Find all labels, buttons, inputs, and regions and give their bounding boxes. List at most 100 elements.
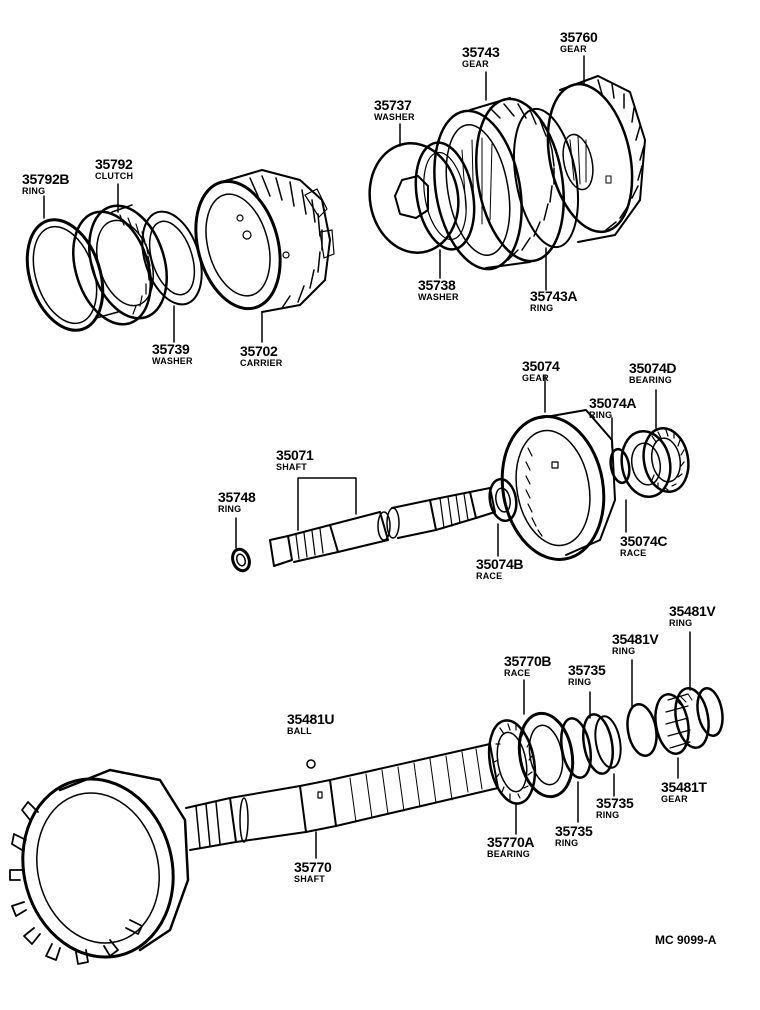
part-number: 35738 [418,277,456,293]
part-name: RING [612,646,636,656]
part-label-35743A: 35743A RING [530,288,578,313]
ring-35748-drawing [231,547,251,573]
diagram-reference-code: MC 9099-A [655,933,717,947]
part-label-35481V-b: 35481V RING [612,631,659,656]
part-number: 35737 [374,97,412,113]
part-name: WASHER [152,356,193,366]
part-name: RACE [504,668,531,678]
part-number: 35481U [287,711,335,727]
part-number: 35074C [620,533,668,549]
part-name: WASHER [418,292,459,302]
part-name: BEARING [629,375,672,385]
part-name: WASHER [374,112,415,122]
part-label-35770: 35770 SHAFT [294,859,332,884]
part-number: 35074 [522,358,560,374]
part-number: 35770B [504,653,552,669]
part-label-35481U: 35481U BALL [287,711,335,736]
part-label-35739: 35739 WASHER [152,342,193,366]
part-name: RING [589,410,613,420]
washer-35737-drawing [368,142,460,254]
part-name: BALL [287,726,312,736]
part-label-35074D: 35074D BEARING [629,360,677,385]
bearing-35074D-drawing [642,427,690,493]
ring-35743A-drawing [513,107,579,249]
bearing-35770A-drawing [487,719,537,805]
part-name: SHAFT [294,874,325,884]
part-number: 35071 [276,447,314,463]
part-number: 35743A [530,288,578,304]
part-number: 35739 [152,341,190,357]
part-name: RING [669,618,693,628]
part-number: 35792B [22,171,70,187]
part-label-35071: 35071 SHAFT [276,447,314,472]
part-label-35743: 35743 GEAR [462,44,500,69]
clutch-35792-drawing [72,204,168,326]
part-name: RING [530,303,554,313]
part-name: CARRIER [240,358,283,368]
part-label-35735-a: 35735 RING [568,663,606,687]
part-name: RING [218,504,242,514]
part-name: RING [596,810,620,820]
part-label-35760: 35760 GEAR [560,29,598,54]
gear-35743-drawing [433,97,565,271]
part-name: SHAFT [276,462,307,472]
part-label-35737: 35737 WASHER [374,98,415,122]
part-number: 35748 [218,489,256,505]
part-label-35792: 35792 CLUTCH [95,157,133,181]
part-number: 35770A [487,834,535,850]
gear-35760-drawing [546,75,646,243]
part-number: 35481T [661,779,707,795]
part-number: 35702 [240,343,278,359]
part-number: 35770 [294,859,332,875]
part-label-35770A: 35770A BEARING [487,834,535,859]
part-label-35074A: 35074A RING [589,395,637,420]
part-number: 35760 [560,29,598,45]
part-label-35074B: 35074B RACE [476,556,524,581]
part-label-35770B: 35770B RACE [504,653,552,678]
part-number: 35735 [596,795,634,811]
part-label-35074: 35074 GEAR [522,358,560,383]
race-35074B-drawing [488,477,518,523]
rings-35735-drawing [560,713,622,779]
part-label-35738: 35738 WASHER [418,278,459,302]
shaft-35071-drawing [269,487,496,567]
part-name: BEARING [487,849,530,859]
part-name: RACE [476,571,503,581]
part-label-35481V-a: 35481V RING [669,603,716,628]
part-number: 35074B [476,556,524,572]
part-label-35702: 35702 CARRIER [240,344,282,368]
leader-lines [43,55,691,859]
carrier-35702-drawing [194,169,335,313]
drum-35770-drawing [9,768,190,965]
part-name: RACE [620,548,647,558]
part-label-35074C: 35074C RACE [620,533,668,558]
shaft-35770-drawing [185,743,499,851]
part-number: 35792 [95,156,133,172]
part-label-35735-b: 35735 RING [596,795,634,820]
part-name: RING [555,838,579,848]
part-name: CLUTCH [95,171,134,181]
gear-35074-drawing [500,409,616,561]
part-name: GEAR [522,373,549,383]
part-name: GEAR [661,794,688,804]
part-label-35748: 35748 RING [218,489,256,514]
part-label-35792B: 35792B RING [22,171,70,196]
part-number: 35074A [589,395,637,411]
part-name: RING [568,677,592,687]
ring-35074A-drawing [609,447,631,485]
washer-35738-drawing [414,141,476,251]
part-number: 35481V [669,603,716,619]
part-name: RING [22,186,46,196]
part-name: GEAR [462,59,489,69]
part-number: 35743 [462,44,500,60]
part-number: 35735 [555,823,593,839]
part-label-35735-c: 35735 RING [555,823,593,848]
ball-35481U-drawing [306,759,316,769]
race-35074C-drawing [620,429,672,499]
part-label-35481T: 35481T GEAR [661,780,707,804]
part-number: 35481V [612,631,659,647]
part-name: GEAR [560,44,587,54]
part-number: 35074D [629,360,677,376]
